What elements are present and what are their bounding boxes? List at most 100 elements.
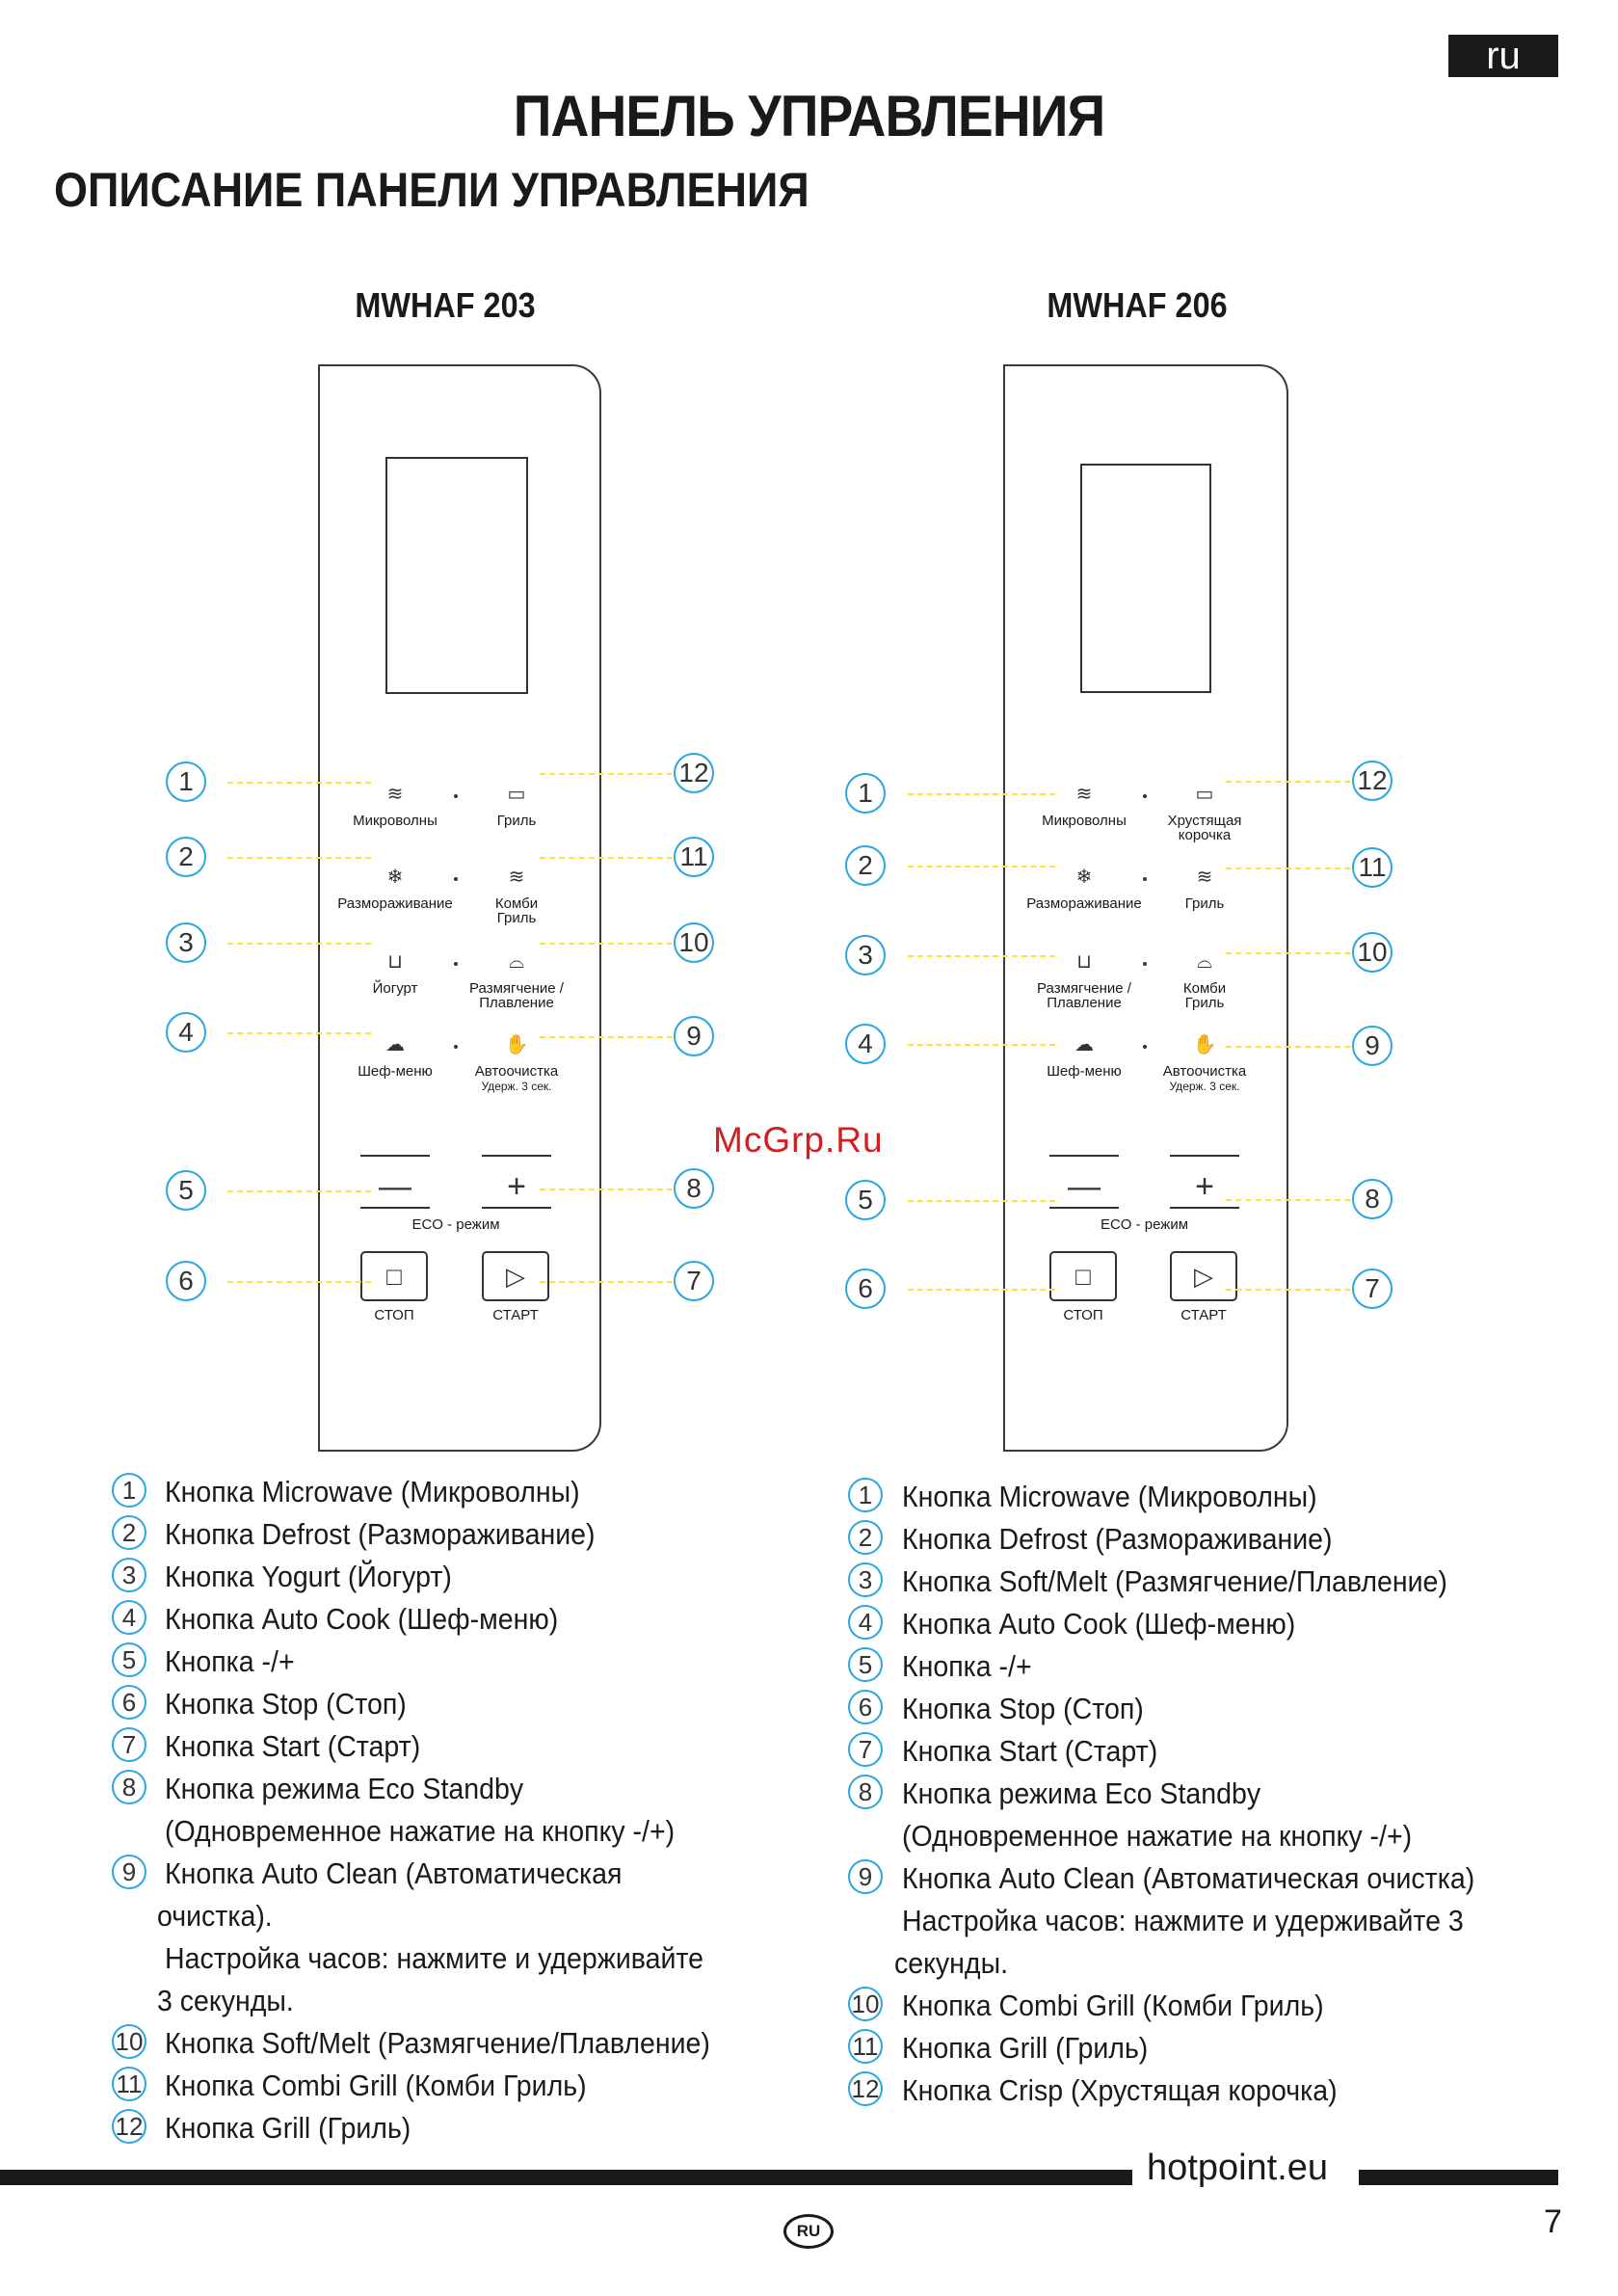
list-number: 12 [112,2109,146,2144]
button-b10-icon[interactable]: ⌓ [1197,951,1212,973]
stop-button[interactable]: □ [1049,1251,1117,1301]
leader-line [908,1200,1055,1202]
button-b11-icon[interactable]: ≋ [1196,867,1213,888]
callout-number: 11 [674,837,714,877]
list-item: Кнопка режима Eco Standby [165,1772,524,1805]
callout-number: 9 [1352,1026,1393,1066]
button-b10-label: Комби Гриль [1182,980,1227,1011]
leader-line [540,1281,692,1283]
plus-button[interactable]: + [507,1168,526,1205]
start-button[interactable]: ▷ [482,1251,549,1301]
eco-mode-label: ECO - режим [411,1216,500,1233]
button-b4-label: Шеф-меню [358,1063,433,1080]
leader-line [908,1289,1055,1291]
model-name: MWHAF 203 [355,285,536,325]
list-item: Кнопка Microwave (Микроволны) [902,1480,1317,1513]
list-item: Кнопка Yogurt (Йогурт) [165,1560,452,1593]
list-number: 4 [112,1600,146,1635]
page-number: 7 [1544,2203,1562,2240]
leader-line [540,1036,692,1038]
list-number: 8 [112,1770,146,1804]
plus-top-line [482,1155,551,1157]
control-panel [318,364,601,1452]
callout-number: 12 [1352,761,1393,801]
list-item: Кнопка Start (Старт) [902,1734,1158,1768]
separator-dot [454,794,458,798]
button-b11-label: Гриль [1184,895,1225,912]
list-item: Кнопка Crisp (Хрустящая корочка) [902,2073,1338,2107]
button-b4-label: Шеф-меню [1047,1063,1122,1080]
callout-number: 8 [674,1168,714,1209]
watermark: McGrp.Ru [713,1120,884,1160]
separator-dot [1142,962,1147,966]
button-b3-icon[interactable]: ⊔ [1076,951,1092,973]
list-item: Кнопка Auto Cook (Шеф-меню) [902,1607,1296,1641]
list-number: 1 [848,1478,883,1512]
button-b1-icon[interactable]: ≋ [1075,784,1093,805]
list-item: Кнопка Auto Cook (Шеф-меню) [165,1602,559,1636]
plus-button[interactable]: + [1195,1168,1214,1205]
button-b4-icon[interactable]: ☁ [1074,1034,1094,1055]
button-b4-icon[interactable]: ☁ [385,1034,405,1055]
callout-number: 2 [166,837,206,877]
button-b2-icon[interactable]: ❄ [386,867,404,888]
callout-number: 7 [674,1261,714,1301]
plus-bottom-line [1170,1207,1239,1209]
leader-line [227,1190,371,1192]
button-b1-icon[interactable]: ≋ [386,784,404,805]
start-label: СТАРТ [1180,1307,1227,1323]
callout-number: 3 [166,922,206,963]
list-number: 7 [112,1727,146,1762]
footer-bar-left [0,2170,1132,2185]
display-screen [385,457,528,694]
list-item: Кнопка режима Eco Standby [902,1776,1261,1810]
list-item: Кнопка Defrost (Размораживание) [165,1517,596,1551]
callout-number: 6 [166,1261,206,1301]
callout-number: 7 [1352,1268,1393,1309]
leader-line [540,1188,692,1190]
button-b11-icon[interactable]: ≋ [508,867,525,888]
list-number: 10 [848,1987,883,2021]
callout-number: 3 [845,935,886,975]
list-item: Кнопка Auto Clean (Автоматическая [165,1856,623,1890]
button-b10-icon[interactable]: ⌓ [509,951,524,973]
callout-number: 11 [1352,847,1393,888]
minus-button[interactable]: — [1068,1168,1101,1205]
start-button[interactable]: ▷ [1170,1251,1237,1301]
leader-line [908,955,1055,957]
stop-label: СТОП [374,1307,414,1323]
list-item: Настройка часов: нажмите и удерживайте [165,1941,704,1975]
button-b2-icon[interactable]: ❄ [1075,867,1093,888]
button-b3-label: Размягчение / Плавление [1037,980,1131,1011]
separator-dot [1142,877,1147,881]
leader-line [1226,1289,1370,1291]
list-item: Кнопка Stop (Стоп) [165,1687,407,1721]
callout-number: 12 [674,753,714,793]
minus-button[interactable]: — [379,1168,411,1205]
language-badge: RU [783,2214,834,2249]
stop-button[interactable]: □ [360,1251,428,1301]
list-item: Кнопка Combi Grill (Комби Гриль) [165,2069,587,2102]
button-b9-hint: Удерж. 3 сек. [481,1080,552,1093]
button-b2-label: Размораживание [1026,895,1142,912]
separator-dot [454,877,458,881]
list-number: 12 [848,2071,883,2106]
list-item: (Одновременное нажатие на кнопку -/+) [902,1819,1413,1853]
callout-number: 6 [845,1268,886,1309]
button-b12-icon[interactable]: ▭ [507,784,526,805]
list-number: 2 [848,1520,883,1555]
list-item: Кнопка Combi Grill (Комби Гриль) [902,1989,1324,2022]
button-b10-label: Размягчение / Плавление [469,980,564,1011]
button-b3-icon[interactable]: ⊔ [387,951,403,973]
leader-line [1226,1046,1370,1048]
leader-line [908,866,1055,868]
button-b1-label: Микроволны [1042,813,1127,829]
list-number: 1 [112,1473,146,1508]
button-b9-icon[interactable]: ✋ [1192,1034,1217,1055]
minus-bottom-line [360,1207,430,1209]
button-b9-icon[interactable]: ✋ [504,1034,529,1055]
button-b12-icon[interactable]: ▭ [1195,784,1214,805]
button-b9-hint: Удерж. 3 сек. [1169,1080,1240,1093]
list-item: Кнопка Start (Старт) [165,1729,421,1763]
list-number: 5 [848,1647,883,1682]
